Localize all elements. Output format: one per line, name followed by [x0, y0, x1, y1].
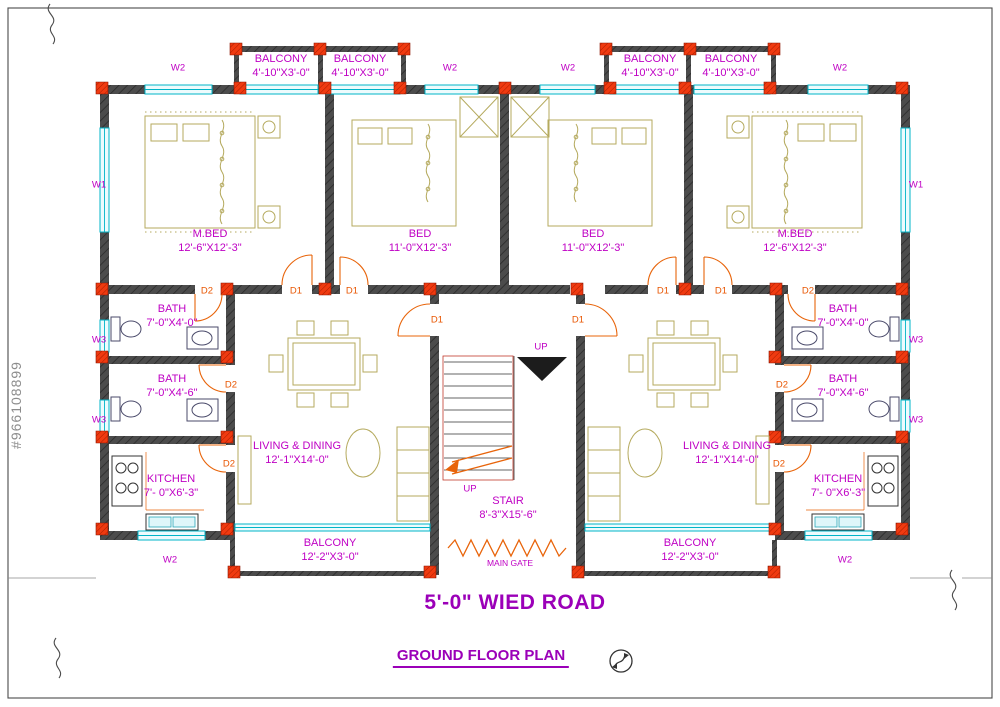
- main-gate-label: MAIN GATE: [486, 558, 534, 568]
- window-mark-w2: W2: [560, 62, 576, 74]
- stair-landing-arrow: [517, 357, 567, 381]
- stair-up-label: UP: [463, 483, 477, 495]
- window-mark-w2: W2: [832, 62, 848, 74]
- door-mark-d1: D1: [430, 314, 444, 326]
- door-mark-d1: D1: [571, 314, 585, 326]
- stair-up-label: UP: [534, 341, 548, 353]
- stair-direction-arrowhead: [445, 459, 459, 473]
- break-mark-icon: [949, 569, 958, 611]
- page-title: GROUND FLOOR PLAN: [392, 647, 570, 668]
- window-mark-w3: W3: [91, 334, 107, 346]
- columns-layer: [95, 42, 909, 579]
- bath-fixtures-layer: [110, 316, 900, 422]
- north-compass-icon: [609, 649, 633, 673]
- doors-layer: [194, 254, 816, 473]
- door-mark-d2: D2: [222, 458, 236, 470]
- main-gate-symbol: [447, 538, 567, 558]
- window-mark-w2: W2: [170, 62, 186, 74]
- kitchen-fixtures-layer: [111, 452, 899, 531]
- watermark: #966108899: [8, 361, 24, 449]
- window-mark-w2: W2: [837, 554, 853, 566]
- door-mark-d2: D2: [224, 379, 238, 391]
- window-mark-w1: W1: [91, 179, 107, 191]
- door-mark-d1: D1: [345, 285, 359, 297]
- sheet-border: [7, 3, 993, 699]
- window-mark-w3: W3: [908, 334, 924, 346]
- window-mark-w3: W3: [91, 414, 107, 426]
- door-mark-d1: D1: [656, 285, 670, 297]
- furniture-layer: [144, 96, 863, 522]
- break-mark-icon: [53, 637, 62, 679]
- door-mark-d2: D2: [775, 379, 789, 391]
- window-mark-w2: W2: [442, 62, 458, 74]
- door-mark-d1: D1: [289, 285, 303, 297]
- window-mark-w1: W1: [908, 179, 924, 191]
- stair-direction-lines: [451, 445, 513, 475]
- break-mark-icon: [47, 3, 56, 45]
- door-mark-d2: D2: [772, 458, 786, 470]
- road-label: 5'-0" WIED ROAD: [424, 591, 606, 614]
- door-mark-d2: D2: [801, 285, 815, 297]
- staircase: [442, 355, 567, 481]
- window-mark-w2: W2: [162, 554, 178, 566]
- door-mark-d2: D2: [200, 285, 214, 297]
- door-mark-d1: D1: [714, 285, 728, 297]
- window-mark-w3: W3: [908, 414, 924, 426]
- windows-layer: [99, 84, 911, 541]
- walls-layer: [100, 46, 910, 576]
